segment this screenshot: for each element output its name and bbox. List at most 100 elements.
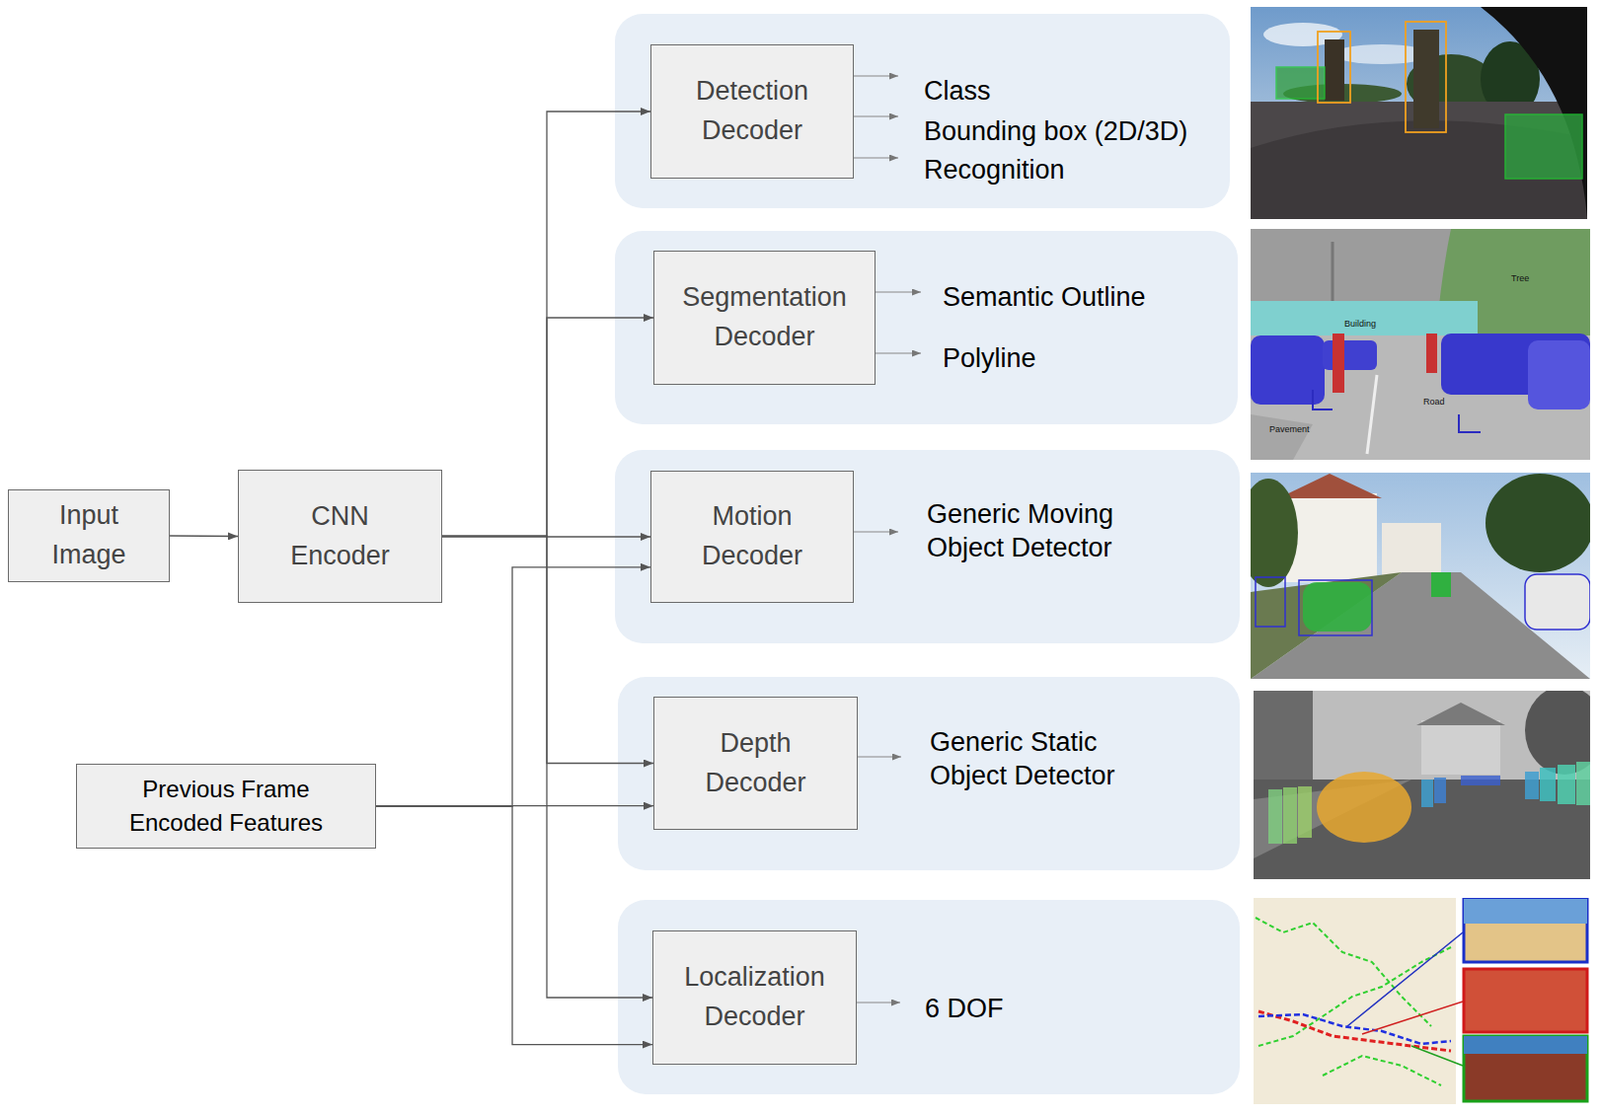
photo-person bbox=[1413, 29, 1440, 129]
photo-road bbox=[1250, 572, 1591, 680]
photo-house bbox=[1421, 720, 1501, 775]
output-label: Semantic Outline bbox=[942, 280, 1229, 314]
thumbnail-sky bbox=[1463, 1036, 1588, 1055]
stixel bbox=[1460, 775, 1501, 786]
photo-tree bbox=[1406, 54, 1496, 114]
process-box: Input Image bbox=[7, 489, 170, 583]
photo-tree bbox=[1524, 690, 1591, 775]
connector-arrow bbox=[376, 805, 654, 808]
car-box bbox=[1505, 114, 1583, 179]
output-label: Polyline bbox=[942, 341, 1229, 376]
box-label: Depth Decoder bbox=[654, 724, 857, 804]
stixel bbox=[1283, 787, 1297, 844]
box-label: Input Image bbox=[8, 496, 169, 576]
stixel bbox=[1557, 764, 1576, 805]
photo-sidewalk bbox=[1253, 779, 1412, 859]
region-label: Road bbox=[1423, 397, 1446, 407]
thumbnail-blue bbox=[1463, 899, 1588, 963]
car-box bbox=[1276, 67, 1325, 99]
decoder-band: Generic Moving Object Detector Motion Dec… bbox=[614, 450, 1240, 644]
thumbnail-red bbox=[1463, 969, 1588, 1033]
stixel bbox=[1268, 789, 1283, 844]
photo-tree bbox=[1480, 41, 1540, 117]
photo-hedge bbox=[1283, 83, 1402, 104]
box-label: Previous Frame Encoded Features bbox=[76, 772, 376, 839]
car-region bbox=[1322, 340, 1377, 371]
output-label: Class bbox=[923, 74, 1250, 108]
car-region bbox=[1250, 335, 1325, 405]
output-label: Generic Static Object Detector bbox=[929, 725, 1167, 793]
stixel bbox=[1524, 771, 1539, 800]
moving-car bbox=[1302, 582, 1372, 632]
building-region bbox=[1250, 301, 1478, 339]
photo-background bbox=[1253, 898, 1591, 1105]
photo-sky bbox=[1250, 228, 1591, 460]
box-label: Segmentation Decoder bbox=[654, 278, 875, 358]
car-region bbox=[1441, 333, 1591, 395]
car-region bbox=[1527, 340, 1591, 410]
photo-tree bbox=[1485, 473, 1591, 573]
photo-road bbox=[1253, 779, 1591, 880]
photo-building bbox=[1253, 690, 1313, 800]
photo-roof bbox=[1416, 702, 1506, 726]
person-region bbox=[1426, 333, 1438, 374]
segmentation-photo bbox=[1250, 228, 1591, 460]
output-label: 6 DOF bbox=[924, 991, 1123, 1026]
photo-sky bbox=[1253, 690, 1591, 880]
process-box: Previous Frame Encoded Features bbox=[76, 763, 377, 849]
process-box: Detection Decoder bbox=[650, 44, 854, 179]
process-box: Segmentation Decoder bbox=[653, 250, 876, 385]
road-region bbox=[1250, 335, 1591, 460]
decoder-band: Semantic OutlinePolyline Segmentation Dec… bbox=[614, 230, 1238, 425]
photo-tree bbox=[1250, 478, 1298, 588]
photo-fisheye-edge bbox=[1480, 6, 1588, 218]
decoder-band: 6 DOF Localization Decoder bbox=[617, 900, 1240, 1095]
box-label: Localization Decoder bbox=[653, 958, 856, 1038]
stixel bbox=[1421, 779, 1434, 808]
region-label: Building bbox=[1344, 319, 1376, 329]
output-label: Bounding box (2D/3D) bbox=[923, 114, 1250, 149]
static-car bbox=[1524, 574, 1591, 630]
thumbnail-sky bbox=[1463, 899, 1588, 924]
tree-region bbox=[1436, 228, 1591, 341]
decoder-band: Generic Static Object Detector Depth Deco… bbox=[617, 677, 1240, 871]
photo-cloud bbox=[1332, 44, 1432, 65]
box-label: CNN Encoder bbox=[238, 497, 442, 577]
trajectory-green bbox=[1255, 917, 1451, 1086]
photo-sky bbox=[1250, 472, 1591, 680]
connector-arrow bbox=[169, 534, 238, 537]
region-label: Pavement bbox=[1269, 425, 1310, 435]
detection-photo bbox=[1250, 6, 1588, 220]
connector-arrow bbox=[376, 806, 653, 1046]
connector-arrow bbox=[376, 567, 651, 807]
stixel bbox=[1539, 767, 1556, 802]
map-panel bbox=[1253, 898, 1456, 1105]
box-label: Motion Decoder bbox=[651, 497, 853, 577]
moving-car bbox=[1431, 572, 1451, 598]
photo-person bbox=[1324, 39, 1345, 101]
output-label: Generic Moving Object Detector bbox=[926, 497, 1164, 565]
photo-roof bbox=[1278, 473, 1382, 499]
lane-mark bbox=[1367, 375, 1377, 455]
process-box: Localization Decoder bbox=[652, 930, 857, 1066]
motion-box bbox=[1255, 577, 1286, 627]
photo-asphalt bbox=[1250, 120, 1588, 220]
decoder-band: ClassBounding box (2D/3D)RecognitionDete… bbox=[614, 13, 1230, 209]
process-box: Motion Decoder bbox=[650, 470, 854, 604]
match-line bbox=[1411, 1046, 1463, 1067]
trajectory-red bbox=[1258, 1011, 1451, 1052]
person-region bbox=[1332, 333, 1345, 393]
stixel bbox=[1434, 777, 1447, 804]
person-box bbox=[1317, 31, 1351, 103]
car-stixels bbox=[1316, 771, 1412, 843]
photo-house bbox=[1381, 523, 1442, 578]
photo-pole bbox=[1331, 241, 1335, 331]
box-label: Detection Decoder bbox=[651, 72, 853, 152]
photo-cloud bbox=[1263, 22, 1343, 47]
photo-ground bbox=[1250, 101, 1588, 220]
person-box bbox=[1405, 21, 1447, 133]
thumbnail-green bbox=[1463, 1036, 1588, 1102]
depth-photo bbox=[1253, 690, 1591, 880]
pavement-region bbox=[1250, 414, 1313, 460]
trajectory-blue bbox=[1258, 1014, 1451, 1045]
